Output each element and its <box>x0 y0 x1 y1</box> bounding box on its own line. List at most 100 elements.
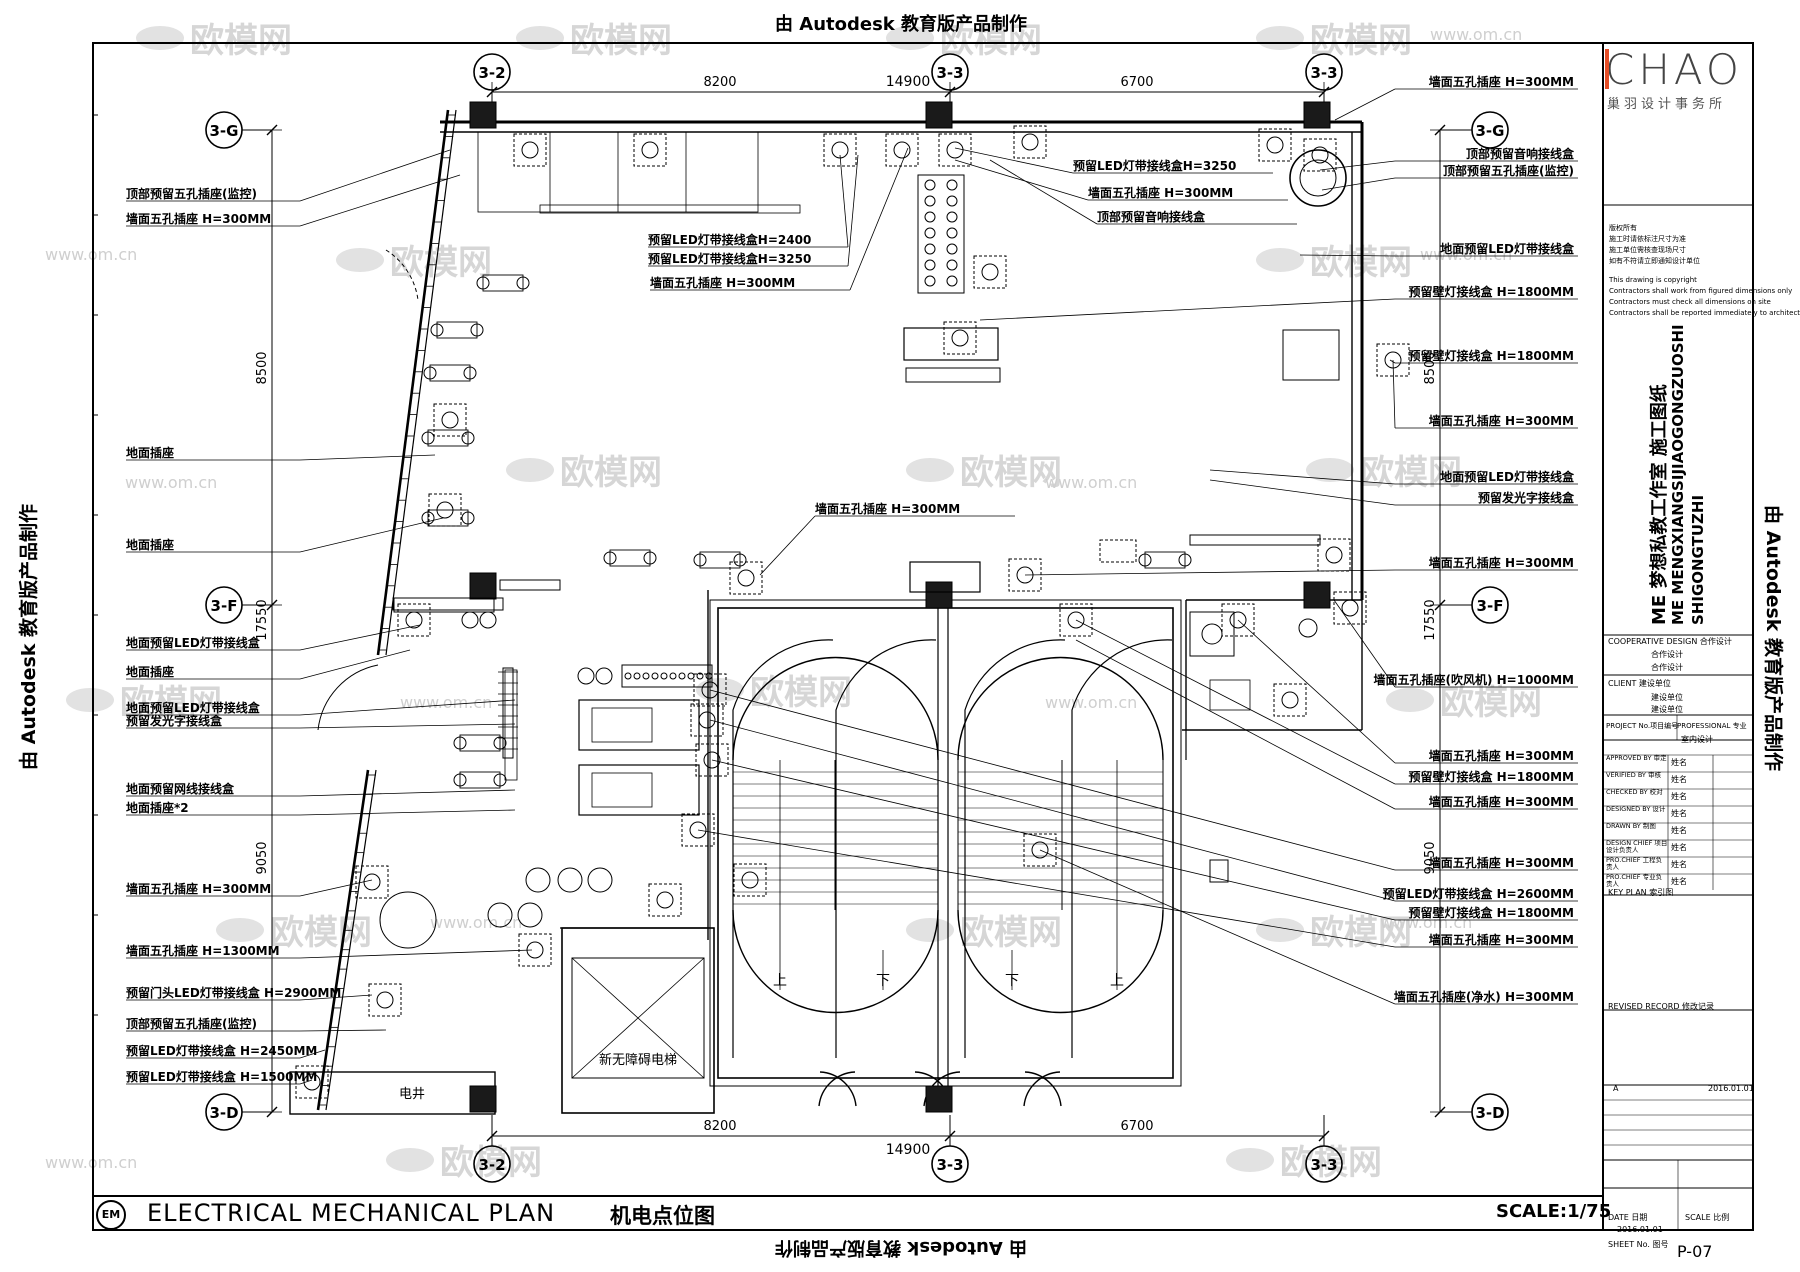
label-right-12: 墙面五孔插座 H=300MM <box>1429 748 1574 763</box>
stair-arch-right-bottom <box>957 909 1164 1014</box>
gym-equipment <box>427 509 469 527</box>
client-value-2: 建设单位 <box>1651 705 1683 714</box>
room-electrical-shaft: 电井 <box>399 1087 425 1102</box>
entry-door-swing <box>818 1071 856 1107</box>
grid-bubble-bottom-3-label: 3-3 <box>1310 1156 1337 1174</box>
led-lamp <box>946 195 958 207</box>
dumbbell <box>624 672 632 680</box>
outlet-box <box>1303 138 1337 172</box>
sheet-border <box>92 42 1754 1231</box>
room-elevator: 新无障碍电梯 <box>599 1052 677 1068</box>
wall-cabinet <box>1282 329 1340 381</box>
equipment-weight <box>1178 553 1192 567</box>
leader-line <box>1334 88 1396 121</box>
outlet-symbol <box>1021 133 1039 151</box>
gym-equipment <box>427 429 469 447</box>
facade-wall <box>376 109 450 656</box>
label-left-15: 预留LED灯带接线盒 H=2450MM <box>126 1043 317 1058</box>
role-label: DESIGN CHIEF 项目设计负责人 <box>1606 839 1668 854</box>
watermark-brand: 欧模网 <box>190 21 292 61</box>
leader-line <box>299 789 516 797</box>
firm-logo: CHAO <box>1605 45 1743 94</box>
equipment-weight <box>470 323 484 337</box>
leader-line <box>697 829 1396 948</box>
dimension-8200-bottom: 8200 <box>703 1119 736 1134</box>
led-lamp <box>946 275 958 287</box>
treadmill-belt <box>591 772 653 808</box>
dimension-14900-bottom: 14900 <box>886 1142 931 1158</box>
watermark-brand: 欧模网 <box>750 673 852 713</box>
watermark-brand: 欧模网 <box>1310 21 1412 61</box>
leader-line <box>1209 479 1396 506</box>
chair <box>557 867 583 893</box>
watermark-cloud-icon <box>66 688 114 712</box>
equipment-weight <box>453 773 467 787</box>
autodesk-stamp-bottom: 由 Autodesk 教育版产品制作 <box>775 1237 1028 1258</box>
gym-equipment <box>429 364 471 382</box>
bench-strip <box>1189 534 1321 546</box>
dumbbell <box>687 672 695 680</box>
dumbbell <box>705 672 713 680</box>
label-right-2: 顶部预留音响接线盒 <box>1466 146 1575 161</box>
copyright-note: Contractors must check all dimensions on… <box>1609 298 1771 306</box>
equipment-weight <box>463 366 477 380</box>
grid-bubble-bottom-2-label: 3-3 <box>936 1156 963 1174</box>
facade-wall <box>316 769 370 1111</box>
dimension-8200-top: 8200 <box>703 75 736 90</box>
equipment-weight <box>516 276 530 290</box>
signage-box <box>909 561 981 593</box>
equipment-weight <box>476 276 490 290</box>
role-label: DRAWN BY 制图 <box>1606 822 1656 830</box>
outlet-symbol <box>641 141 659 159</box>
watermark-brand: 欧模网 <box>1280 1143 1382 1183</box>
treadmill <box>578 699 700 751</box>
led-lamp <box>924 259 936 271</box>
ceiling-speaker <box>1289 149 1347 207</box>
label-right-19: 墙面五孔插座(净水) H=300MM <box>1394 989 1574 1004</box>
leader-line <box>299 517 444 553</box>
label-right-7: 墙面五孔插座 H=300MM <box>1429 413 1574 428</box>
grid-bubble-right-2-label: 3-F <box>1477 597 1504 615</box>
cooperative-value-2: 合作设计 <box>1651 663 1683 672</box>
project-name-pinyin-2: SHIGONGTUZHI <box>1689 494 1707 625</box>
floor-led-strip <box>504 669 518 781</box>
outlet-symbol <box>1341 599 1359 617</box>
role-label: PRO.CHIEF 专业负责人 <box>1606 873 1663 888</box>
entry-door-swing <box>923 1071 961 1107</box>
outlet-box <box>823 133 857 167</box>
grid-bubble-top-1-label: 3-2 <box>478 64 505 82</box>
gym-equipment <box>459 734 501 752</box>
stair-flight-arc <box>732 639 834 1058</box>
ceiling-fixture <box>903 327 999 361</box>
elevator-shaft <box>561 927 715 1114</box>
structural-column <box>925 101 953 129</box>
stair-arch-right <box>957 656 1164 761</box>
structural-column <box>1303 101 1331 129</box>
firm-name: 巢羽设计事务所 <box>1607 97 1727 112</box>
equipment-weight <box>693 553 707 567</box>
led-lamp <box>946 243 958 255</box>
outlet-symbol <box>1229 611 1247 629</box>
wall-lamp <box>1209 859 1229 883</box>
leader-line <box>299 949 533 959</box>
leader-line <box>759 515 816 576</box>
outlet-box <box>885 133 919 167</box>
grid-bubble-right-1-label: 3-G <box>1476 122 1505 140</box>
leader-line <box>299 1079 313 1085</box>
role-sign: 姓名 <box>1671 826 1687 835</box>
outlet-box <box>733 863 767 897</box>
label-center-1: 预留LED灯带接线盒H=2400 <box>648 232 811 247</box>
copyright-note: Contractors shall be reported immediatel… <box>1609 309 1800 317</box>
autodesk-stamp-left: 由 Autodesk 教育版产品制作 <box>18 503 40 770</box>
outlet-box <box>1376 343 1410 377</box>
watermark-cloud-icon <box>1256 918 1304 942</box>
watermark-url: www.om.cn <box>1045 473 1137 492</box>
leader-line <box>299 809 516 816</box>
role-sign: 姓名 <box>1671 792 1687 801</box>
leader-line <box>709 719 1396 902</box>
label-right-1: 墙面五孔插座 H=300MM <box>1429 74 1574 89</box>
watermark-brand: 欧模网 <box>1440 683 1542 723</box>
date-label: DATE 日期 <box>1608 1213 1648 1222</box>
dumbbell <box>669 672 677 680</box>
label-left-1: 顶部预留五孔插座(监控) <box>126 186 257 201</box>
